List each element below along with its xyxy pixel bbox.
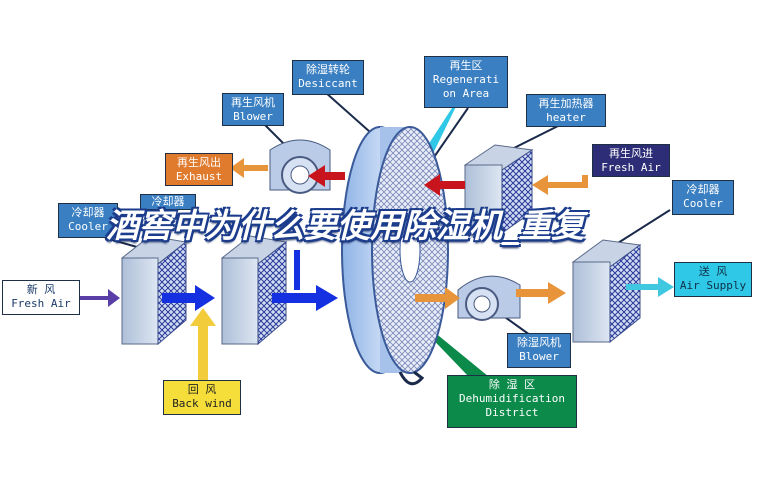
cooler-unit-middle	[220, 235, 288, 346]
arrow-exhaust	[230, 158, 268, 178]
label-fresh-air-in: 新 风 Fresh Air	[2, 280, 80, 315]
label-regen-fresh-air: 再生风进 Fresh Air	[592, 144, 670, 177]
desiccant-wheel	[341, 126, 449, 386]
label-regen-heater-zh: 再生加热器	[538, 97, 594, 110]
label-fresh-air-in-zh: 新 风	[26, 283, 56, 296]
arrow-to-process-blower	[415, 287, 460, 309]
label-cooler-left: 冷却器 Cooler	[58, 203, 118, 238]
page-title: 酒窖中为什么要使用除湿机_重复	[106, 206, 585, 245]
label-regen-area-en2: on Area	[442, 87, 490, 100]
label-cooler-left-zh: 冷却器	[71, 206, 105, 219]
label-exhaust-en: Exhaust	[175, 170, 223, 183]
label-air-supply: 送 风 Air Supply	[674, 262, 752, 297]
leader-cooler-right	[609, 209, 671, 249]
airflow-arrows	[80, 158, 674, 380]
label-desiccant-en: Desiccant	[298, 77, 358, 90]
leader-heater	[509, 124, 561, 151]
label-back-wind-en: Back wind	[172, 397, 232, 410]
label-cooler-left-en: Cooler	[68, 220, 108, 233]
label-cooler-right-en: Cooler	[683, 197, 723, 210]
label-regen-fresh-zh: 再生风进	[609, 147, 653, 160]
label-air-supply-en: Air Supply	[679, 279, 747, 292]
label-dehumid-zh: 除 湿 区	[488, 378, 536, 391]
label-regen-heater-en: heater	[546, 111, 586, 124]
regen-heater-unit	[463, 144, 534, 234]
label-cooler-right: 冷却器 Cooler	[672, 180, 734, 215]
leader-regen-area	[431, 107, 469, 161]
label-exhaust: 再生风出 Exhaust	[165, 153, 233, 186]
label-regen-blower: 再生风机 Blower	[222, 93, 284, 126]
arrow-process-2	[272, 285, 338, 311]
label-dehumid-en2: District	[485, 406, 539, 419]
process-blower-unit	[457, 275, 521, 321]
arrow-back-wind	[190, 308, 216, 380]
label-cooler-right-zh: 冷却器	[686, 183, 720, 196]
arrow-process-1	[162, 285, 215, 311]
label-exhaust-zh: 再生风出	[177, 156, 221, 169]
arrow-to-cooler	[516, 282, 566, 304]
leader-lines	[104, 91, 671, 336]
label-air-supply-zh: 送 风	[698, 265, 728, 278]
label-desiccant: 除湿转轮 Desiccant	[292, 60, 364, 95]
cooler-unit-left	[120, 235, 188, 346]
leader-desiccant	[324, 91, 371, 133]
label-dehumid-en: Dehumidification	[459, 392, 565, 405]
regen-blower-unit	[269, 139, 331, 194]
label-regeneration-area: 再生区 Regenerati on Area	[424, 56, 508, 108]
label-regen-fresh-en: Fresh Air	[601, 161, 661, 174]
label-regen-area-zh: 再生区	[449, 59, 483, 72]
label-process-blower-zh: 除湿风机	[517, 336, 561, 349]
arrow-fresh-air-in	[80, 289, 120, 307]
arrow-heated-to-wheel	[424, 174, 465, 196]
arrow-wheel-to-blower	[308, 165, 345, 187]
label-back-wind: 回 风 Back wind	[163, 380, 241, 415]
label-dehumidification-district: 除 湿 区 Dehumidification District	[447, 375, 577, 428]
label-regen-blower-en: Blower	[233, 110, 273, 123]
label-desiccant-zh: 除湿转轮	[306, 63, 350, 76]
label-fresh-air-in-en: Fresh Air	[11, 297, 71, 310]
label-regen-area-en: Regenerati	[432, 73, 500, 86]
arrow-to-heater	[532, 175, 588, 195]
arrow-process-drop	[294, 250, 300, 290]
label-cooler-middle-zh: 冷却器	[151, 195, 185, 208]
label-regen-blower-zh: 再生风机	[231, 96, 275, 109]
label-cooler-middle: 冷却器	[140, 194, 196, 210]
label-process-blower-en: Blower	[519, 350, 559, 363]
label-back-wind-zh: 回 风	[187, 383, 217, 396]
label-process-blower: 除湿风机 Blower	[507, 333, 571, 368]
cooler-unit-right	[571, 239, 642, 344]
label-regen-heater: 再生加热器 heater	[526, 94, 606, 127]
arrow-air-supply	[626, 277, 674, 297]
